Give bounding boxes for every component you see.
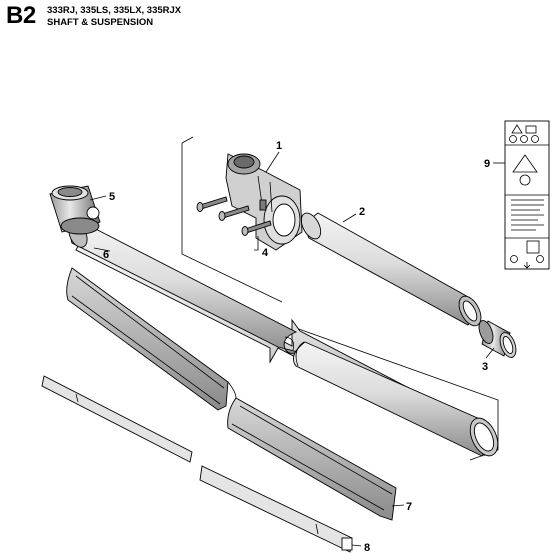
rotation-icon xyxy=(519,174,531,186)
clamp-housing xyxy=(225,153,303,251)
model-list: 333RJ, 335LS, 335LX, 335RJX xyxy=(47,5,182,16)
callout-8: 8 xyxy=(364,542,370,554)
callout-4: 4 xyxy=(262,247,269,259)
ear-protection-icon xyxy=(520,135,528,143)
group-bracket xyxy=(181,136,283,303)
helmet-icon xyxy=(509,135,517,143)
no-bystanders-icon xyxy=(510,255,518,263)
manual-book-icon xyxy=(525,125,537,134)
upper-tube xyxy=(300,212,482,327)
warning-label xyxy=(504,120,550,270)
section-title: SHAFT & SUSPENSION xyxy=(47,17,154,28)
recycle-icon xyxy=(536,255,544,263)
callout-5: 5 xyxy=(109,191,115,203)
tube-bushing xyxy=(478,320,517,358)
blade-hazard-icon xyxy=(512,154,538,173)
callout-9: 9 xyxy=(484,158,490,170)
callout-7: 7 xyxy=(406,501,412,513)
section-code: B2 xyxy=(6,2,36,29)
leader-lines xyxy=(89,151,505,547)
ce-mark-icon xyxy=(526,240,540,254)
down-arrow-icon xyxy=(523,262,531,269)
callout-2: 2 xyxy=(359,206,365,218)
guide-rail xyxy=(66,267,397,521)
callout-3: 3 xyxy=(482,361,488,373)
callout-6: 6 xyxy=(103,249,109,261)
callout-1: 1 xyxy=(276,140,282,152)
warning-triangle-icon xyxy=(511,124,523,134)
eye-protection-icon xyxy=(531,135,539,143)
drive-shaft xyxy=(41,375,353,553)
clamp-screws xyxy=(196,196,272,236)
vibration-damper xyxy=(49,185,101,235)
